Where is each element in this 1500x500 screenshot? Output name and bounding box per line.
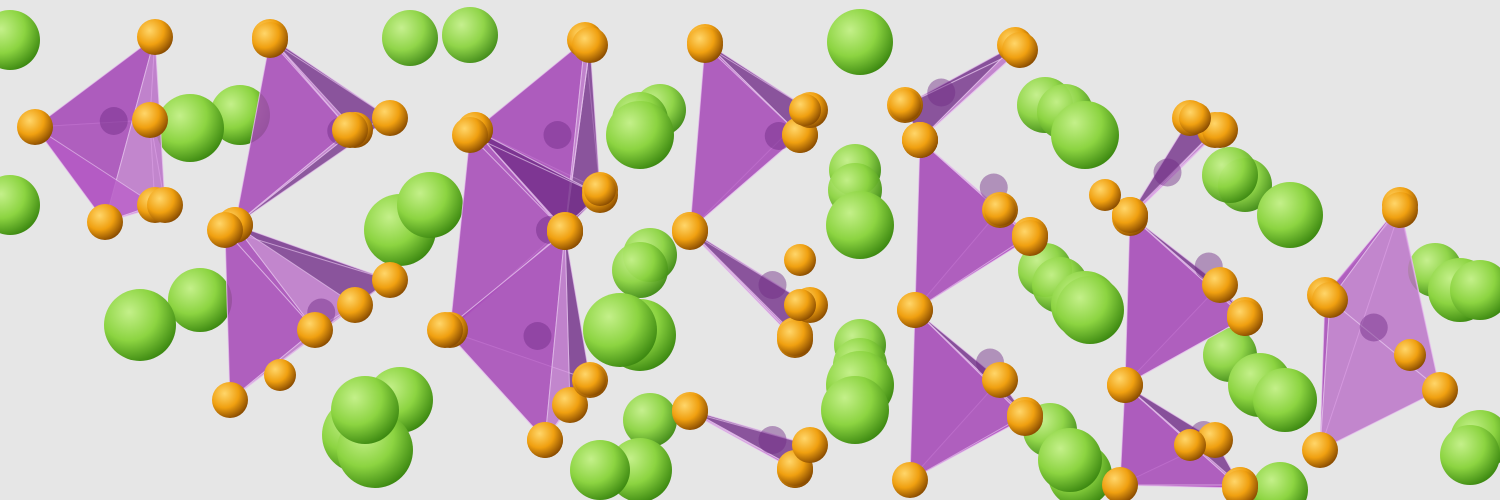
orange-atom-sphere	[1179, 102, 1211, 134]
central-atom	[1359, 313, 1388, 342]
orange-atom-sphere	[212, 382, 248, 418]
green-atom-sphere	[1056, 276, 1124, 344]
orange-atom-sphere	[547, 214, 583, 250]
central-atom	[758, 271, 787, 299]
orange-atom-sphere	[1227, 300, 1263, 336]
green-atom-sphere	[1038, 428, 1102, 492]
green-atom-sphere	[1440, 425, 1500, 485]
green-atom-sphere	[1257, 182, 1323, 248]
green-atom-sphere	[570, 440, 630, 500]
orange-atom-sphere	[672, 214, 708, 250]
orange-atom-sphere	[1382, 192, 1418, 228]
central-atom	[927, 78, 956, 107]
orange-atom-sphere	[984, 194, 1016, 226]
orange-atom-sphere	[792, 427, 828, 463]
orange-atom-sphere	[1197, 422, 1233, 458]
green-atom-sphere	[612, 242, 668, 298]
orange-atom-sphere	[337, 287, 373, 323]
polyhedron-face	[1319, 298, 1441, 451]
orange-atom-sphere	[1222, 470, 1258, 500]
orange-atom-sphere	[264, 359, 296, 391]
orange-atom-sphere	[574, 364, 606, 396]
orange-atom-sphere	[427, 312, 463, 348]
green-atom-sphere	[1450, 260, 1500, 320]
central-atom	[543, 121, 572, 149]
orange-atom-sphere	[1302, 432, 1338, 468]
orange-atom-sphere	[147, 187, 183, 223]
orange-atom-sphere	[1202, 112, 1238, 148]
orange-atom-sphere	[1202, 267, 1238, 303]
green-atom-sphere	[623, 393, 677, 447]
orange-atom-sphere	[527, 422, 563, 458]
green-atom-sphere	[826, 191, 894, 259]
orange-atom-sphere	[1422, 372, 1458, 408]
central-atom	[758, 426, 787, 454]
green-atom-sphere	[583, 293, 657, 367]
orange-atom-sphere	[372, 262, 408, 298]
central-atom	[99, 107, 128, 135]
green-atom-sphere	[0, 175, 40, 235]
orange-atom-sphere	[982, 362, 1018, 398]
green-atom-sphere	[156, 94, 224, 162]
orange-atom-sphere	[132, 102, 168, 138]
orange-atom-sphere	[1312, 282, 1348, 318]
orange-atom-sphere	[1089, 179, 1121, 211]
orange-atom-sphere	[892, 462, 928, 498]
orange-atom-sphere	[252, 22, 288, 58]
front-atom-layer	[17, 19, 1500, 500]
orange-atom-sphere	[17, 109, 53, 145]
orange-atom-sphere	[1112, 197, 1148, 233]
orange-atom-sphere	[207, 212, 243, 248]
orange-atom-sphere	[552, 387, 588, 423]
orange-atom-sphere	[87, 204, 123, 240]
orange-atom-sphere	[1394, 339, 1426, 371]
orange-atom-sphere	[1102, 467, 1138, 500]
green-atom-sphere	[168, 268, 232, 332]
central-atom	[523, 322, 552, 350]
orange-atom-sphere	[452, 117, 488, 153]
orange-atom-sphere	[1107, 367, 1143, 403]
central-atom	[1153, 158, 1182, 187]
green-atom-sphere	[0, 10, 40, 70]
orange-atom-sphere	[784, 244, 816, 276]
orange-atom-sphere	[784, 289, 816, 321]
orange-atom-sphere	[137, 19, 173, 55]
green-atom-sphere	[1252, 462, 1308, 500]
back-atom-layer	[0, 7, 1500, 500]
orange-atom-sphere	[789, 94, 821, 126]
orange-atom-sphere	[1012, 220, 1048, 256]
green-atom-sphere	[1051, 101, 1119, 169]
orange-atom-sphere	[1002, 32, 1038, 68]
orange-atom-sphere	[372, 100, 408, 136]
orange-atom-sphere	[297, 312, 333, 348]
green-atom-sphere	[331, 376, 399, 444]
orange-atom-sphere	[672, 394, 708, 430]
orange-atom-sphere	[1007, 400, 1043, 436]
orange-atom-sphere	[1174, 429, 1206, 461]
green-atom-sphere	[1202, 147, 1258, 203]
green-atom-sphere	[442, 7, 498, 63]
orange-atom-sphere	[572, 27, 608, 63]
orange-atom-sphere	[332, 112, 368, 148]
orange-atom-sphere	[584, 174, 616, 206]
orange-atom-sphere	[902, 122, 938, 158]
green-atom-sphere	[827, 9, 893, 75]
orange-atom-sphere	[889, 89, 921, 121]
green-atom-sphere	[104, 289, 176, 361]
green-atom-sphere	[382, 10, 438, 66]
green-atom-sphere	[821, 376, 889, 444]
orange-atom-sphere	[777, 320, 813, 356]
orange-atom-sphere	[687, 27, 723, 63]
green-atom-sphere	[397, 172, 463, 238]
green-atom-sphere	[1253, 368, 1317, 432]
orange-atom-sphere	[897, 292, 933, 328]
green-atom-sphere	[606, 101, 674, 169]
